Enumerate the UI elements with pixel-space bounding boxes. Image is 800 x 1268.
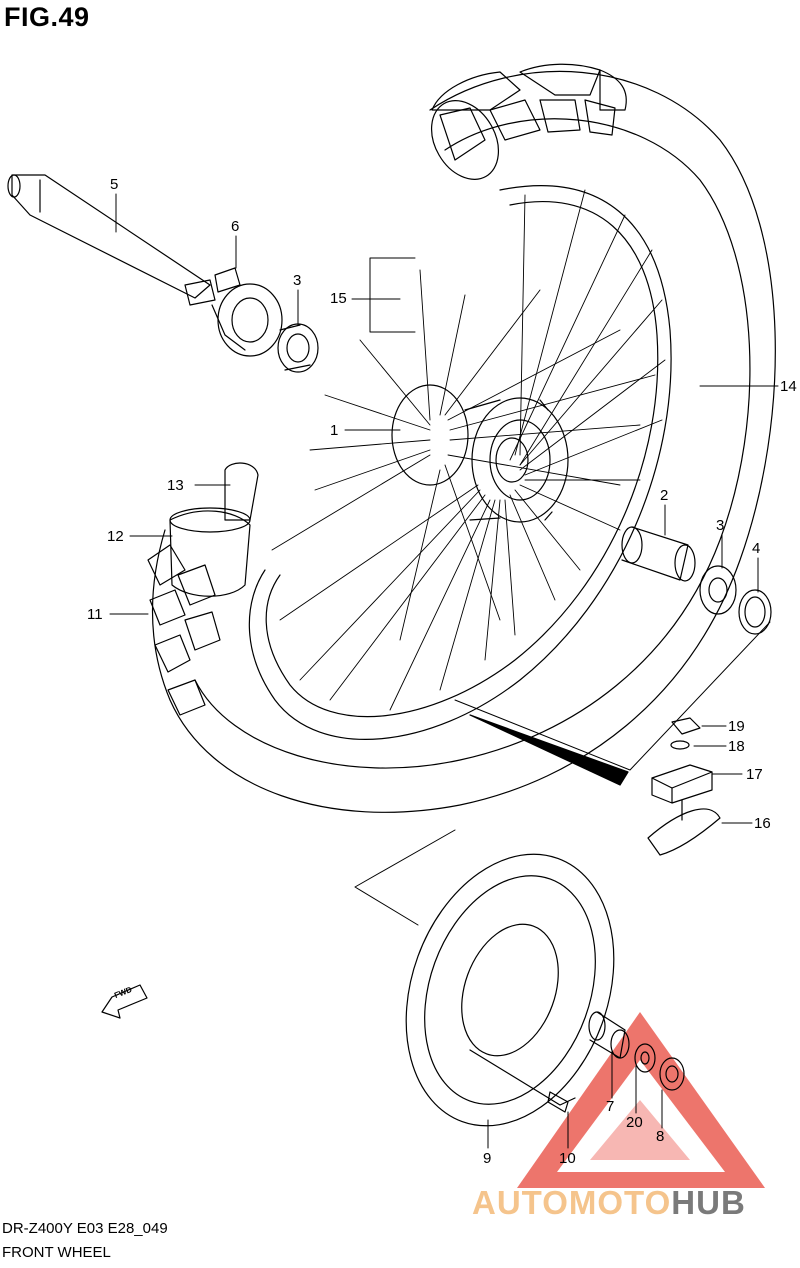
disc-bolt — [547, 1091, 569, 1113]
tire-tread-top — [430, 63, 627, 180]
rim-outer — [248, 185, 672, 740]
washer — [634, 1043, 656, 1073]
section-pointer — [469, 714, 629, 786]
axle-nut — [659, 1057, 685, 1091]
callout-20: 20 — [626, 1114, 643, 1131]
speedometer-gearbox — [211, 267, 283, 357]
callout-14: 14 — [780, 378, 797, 395]
fwd-arrow-icon — [101, 984, 148, 1019]
callout-1: 1 — [330, 422, 339, 439]
callout-16: 16 — [754, 815, 771, 832]
tire-outline — [151, 70, 776, 813]
tire-inner-groove — [194, 118, 751, 769]
callout-19: 19 — [728, 718, 745, 735]
watermark-logo: AUTOMOTOHUB — [472, 1184, 746, 1222]
hub-spacer — [621, 526, 696, 582]
callout-4: 4 — [752, 540, 761, 557]
callout-13: 13 — [167, 477, 184, 494]
callout-6: 6 — [231, 218, 240, 235]
figure-title: FIG.49 — [4, 2, 90, 32]
callout-12: 12 — [107, 528, 124, 545]
callout-8: 8 — [656, 1128, 665, 1145]
model-code: DR-Z400Y E03 E28_049 — [2, 1220, 168, 1237]
rim-lock-parts — [647, 717, 721, 856]
callout-17: 17 — [746, 766, 763, 783]
callout-3: 3 — [293, 272, 302, 289]
watermark-part1: AUTOMOTO — [472, 1184, 672, 1221]
callout-18: 18 — [728, 738, 745, 755]
oil-seal — [738, 589, 772, 635]
diagram-name: FRONT WHEEL — [2, 1244, 111, 1261]
wheel-spokes — [271, 189, 666, 711]
bearing-left — [277, 323, 319, 373]
callout-3-right: 3 — [716, 517, 725, 534]
brake-disc — [405, 853, 615, 1127]
callout-10: 10 — [559, 1150, 576, 1167]
watermark-part2: HUB — [671, 1184, 746, 1221]
tire-tread-left — [147, 544, 221, 716]
inner-tube — [169, 462, 259, 597]
callout-7: 7 — [606, 1098, 615, 1115]
callout-15: 15 — [330, 290, 347, 307]
callout-5: 5 — [110, 176, 119, 193]
front-axle — [7, 174, 216, 306]
callout-11: 11 — [87, 606, 103, 623]
watermark-triangle — [517, 1012, 765, 1188]
leader-lines — [109, 193, 779, 1149]
callout-9: 9 — [483, 1150, 492, 1167]
callout-2: 2 — [660, 487, 669, 504]
axle-collar — [588, 1011, 630, 1059]
bearing-right — [699, 565, 737, 615]
rim-inner — [265, 201, 659, 718]
